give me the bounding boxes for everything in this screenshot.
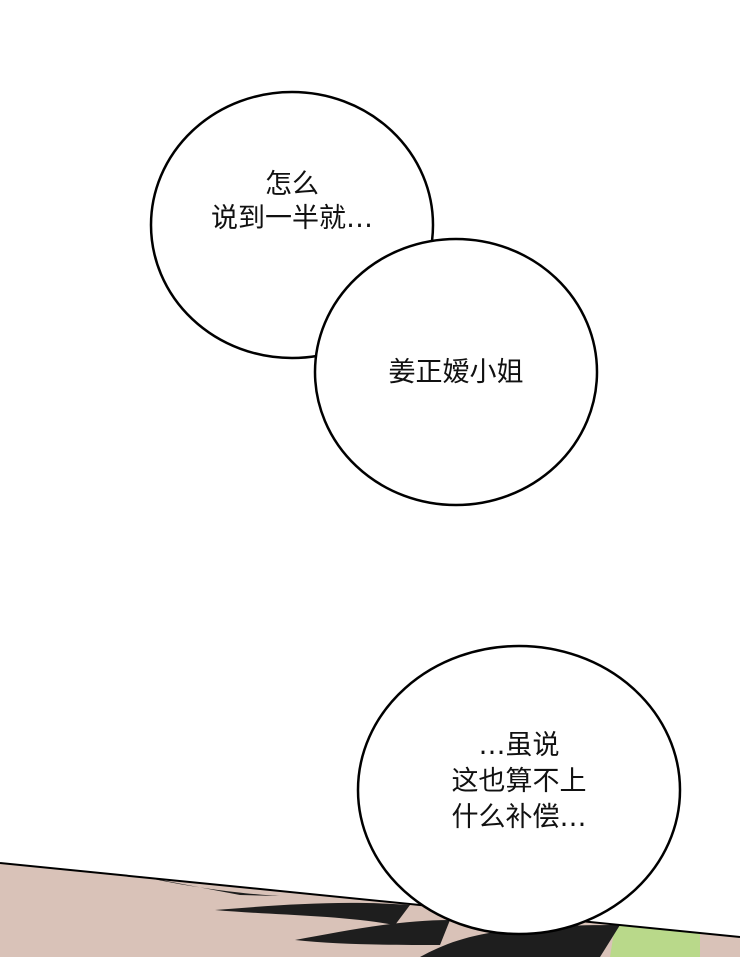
bubble-line: 姜正嫒小姐 xyxy=(388,357,524,388)
bubble-line: 说到一半就… xyxy=(211,203,373,234)
bubble-line: 怎么 xyxy=(265,169,319,200)
bubble-line: 什么补偿… xyxy=(451,802,587,833)
hair-strands xyxy=(140,876,620,957)
speech-bubble-2 xyxy=(313,237,599,507)
bubble-3-text: …虽说这也算不上什么补偿… xyxy=(389,728,649,836)
bubble-2-text: 姜正嫒小姐 xyxy=(326,356,586,390)
bubble-line: 这也算不上 xyxy=(451,766,587,797)
bubble-1-text: 怎么说到一半就… xyxy=(162,168,422,236)
green-accent xyxy=(610,925,700,957)
bubble-line: …虽说 xyxy=(478,730,560,761)
speech-bubble-3 xyxy=(356,644,682,936)
panel-border xyxy=(0,862,740,938)
